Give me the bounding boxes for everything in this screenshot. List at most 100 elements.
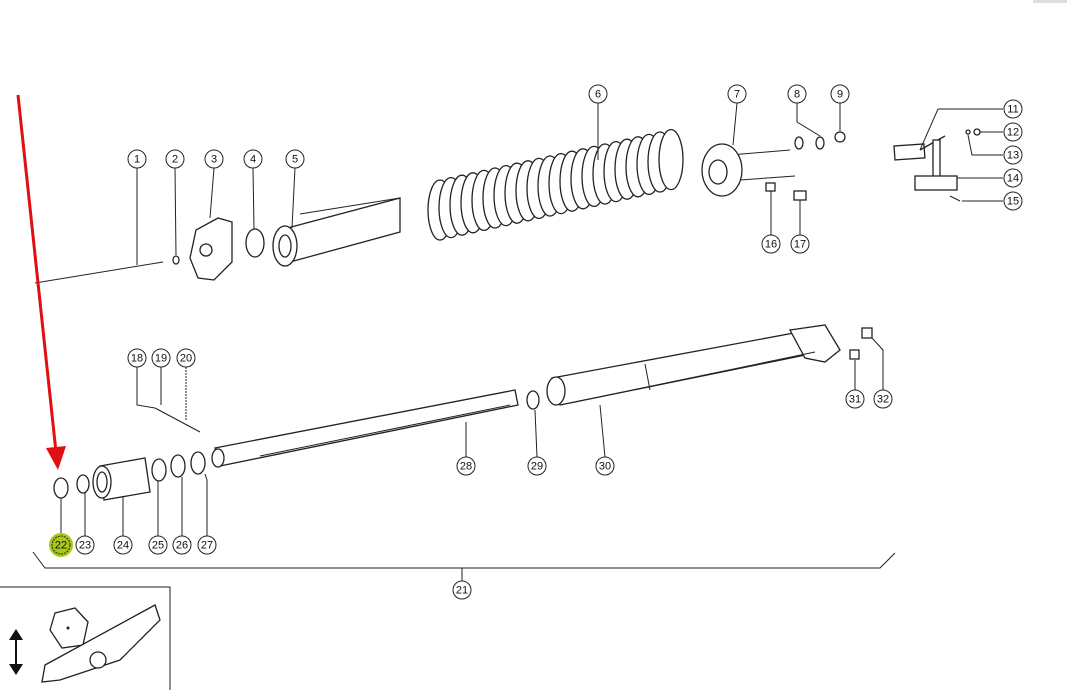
callout-label: 15 <box>1007 196 1019 208</box>
callout-label: 2 <box>172 154 178 166</box>
highlight-marker <box>49 533 73 557</box>
callout-16: 16 <box>761 234 781 254</box>
callout-19: 19 <box>151 348 171 368</box>
callout-13: 13 <box>1003 145 1023 165</box>
callout-label: 18 <box>131 353 143 365</box>
callout-circle <box>452 580 472 600</box>
assembly-bracket <box>32 551 896 569</box>
callout-23: 23 <box>75 535 95 555</box>
callout-15: 15 <box>1003 191 1023 211</box>
inset-detail-box <box>0 586 171 690</box>
callout-circle <box>845 389 865 409</box>
callout-circle <box>787 84 807 104</box>
callout-circle <box>456 456 476 476</box>
callout-30: 30 <box>595 456 615 476</box>
callout-2: 2 <box>165 149 185 169</box>
callout-24: 24 <box>113 535 133 555</box>
callout-circle <box>285 149 305 169</box>
callout-circle <box>148 535 168 555</box>
callout-circle <box>127 348 147 368</box>
callout-circle <box>1003 99 1023 119</box>
callout-label: 3 <box>211 154 217 166</box>
callout-label: 6 <box>595 89 601 101</box>
part-5-sleeve <box>272 167 401 267</box>
callout-label: 32 <box>877 394 889 406</box>
part-8-washers <box>794 103 825 150</box>
callout-label: 17 <box>794 239 806 251</box>
callout-circle <box>527 456 547 476</box>
callout-3: 3 <box>204 149 224 169</box>
part-17-bolt <box>793 190 807 235</box>
callout-label: 19 <box>155 353 167 365</box>
callout-22: 22 <box>49 533 73 557</box>
callout-circle <box>176 348 196 368</box>
callout-label: 5 <box>292 154 298 166</box>
part-28-tube <box>211 389 519 468</box>
callout-label: 13 <box>1007 150 1019 162</box>
callout-29: 29 <box>527 456 547 476</box>
callout-label: 24 <box>117 540 129 552</box>
window-edge <box>1033 0 1067 3</box>
part-7-collar <box>701 102 796 197</box>
callout-circle <box>113 535 133 555</box>
callout-label: 31 <box>849 394 861 406</box>
callout-circle <box>761 234 781 254</box>
callout-circle <box>51 535 71 555</box>
callout-4: 4 <box>243 149 263 169</box>
part-18-20-pins <box>136 367 201 433</box>
callout-label: 16 <box>765 239 777 251</box>
callout-11: 11 <box>1003 99 1023 119</box>
callout-label: 26 <box>176 540 188 552</box>
callout-label: 4 <box>250 154 256 166</box>
callout-25: 25 <box>148 535 168 555</box>
callout-26: 26 <box>172 535 192 555</box>
callout-circle <box>197 535 217 555</box>
callout-label: 21 <box>456 585 468 597</box>
callout-17: 17 <box>790 234 810 254</box>
callout-18: 18 <box>127 348 147 368</box>
callout-circle <box>1003 191 1023 211</box>
callout-9: 9 <box>830 84 850 104</box>
part-9-nut <box>834 103 846 143</box>
callout-label: 25 <box>152 540 164 552</box>
callout-label: 23 <box>79 540 91 552</box>
callout-circle <box>172 535 192 555</box>
callout-label: 12 <box>1007 127 1019 139</box>
callout-circle <box>790 234 810 254</box>
callout-32: 32 <box>873 389 893 409</box>
callout-14: 14 <box>1003 168 1023 188</box>
callout-label: 11 <box>1007 104 1018 116</box>
callout-circle <box>127 149 147 169</box>
callout-label: 30 <box>599 461 611 473</box>
part-30-cylinder <box>546 324 841 458</box>
part-11-15-lever-assembly <box>893 108 1003 202</box>
callout-label: 22 <box>55 540 67 552</box>
callout-circle <box>1003 145 1023 165</box>
callout-27: 27 <box>197 535 217 555</box>
callout-circle <box>588 84 608 104</box>
callout-circle <box>204 149 224 169</box>
callout-8: 8 <box>787 84 807 104</box>
callout-circle <box>1003 122 1023 142</box>
part-31-32-fittings <box>849 327 884 390</box>
callout-circle <box>151 348 171 368</box>
part-29-ring <box>526 390 540 458</box>
callout-21: 21 <box>452 580 472 600</box>
callout-circle <box>727 84 747 104</box>
vertical-adjust-arrow-icon <box>9 629 23 675</box>
part-3-flange <box>189 167 233 281</box>
callout-circle <box>165 149 185 169</box>
callout-label: 7 <box>734 89 740 101</box>
callout-label: 28 <box>460 461 472 473</box>
callout-31: 31 <box>845 389 865 409</box>
callout-circle <box>595 456 615 476</box>
part-2-washer <box>172 167 180 265</box>
callout-label: 20 <box>180 353 192 365</box>
callout-circle <box>830 84 850 104</box>
parts-22-27-seals <box>53 451 208 536</box>
red-pointer-arrow <box>16 94 66 470</box>
callout-circle <box>243 149 263 169</box>
callout-5: 5 <box>285 149 305 169</box>
callout-label: 8 <box>794 89 800 101</box>
